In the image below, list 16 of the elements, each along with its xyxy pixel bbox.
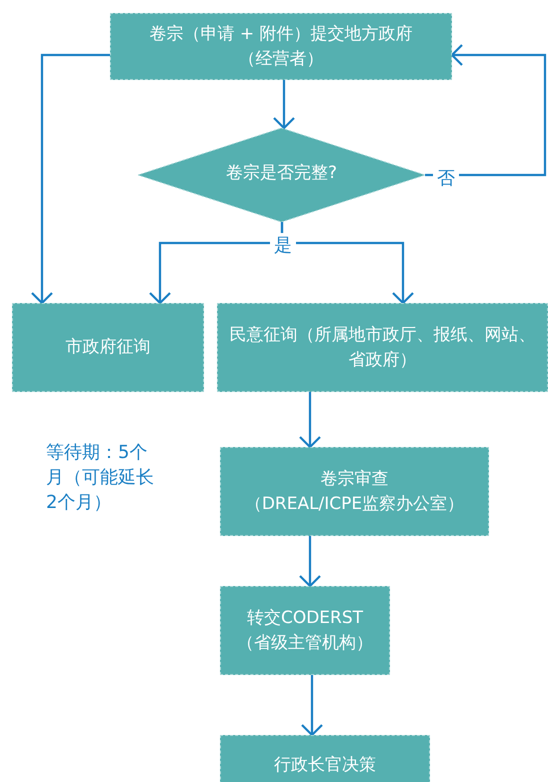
arrow bbox=[425, 44, 546, 176]
arrow bbox=[300, 675, 324, 736]
process-box: 卷宗审查（DREAL/ICPE监察办公室） bbox=[220, 447, 489, 536]
arrow bbox=[272, 80, 296, 130]
process-box: 民意征询（所属地市政厅、报纸、网站、省政府） bbox=[217, 303, 548, 392]
arrow bbox=[30, 54, 110, 304]
process-box: 市政府征询 bbox=[12, 303, 204, 392]
process-box: 行政长官决策 bbox=[220, 735, 430, 782]
process-box: 转交CODERST（省级主管机构） bbox=[220, 586, 390, 675]
arrow bbox=[280, 222, 414, 304]
arrow bbox=[298, 392, 322, 448]
process-box: 卷宗（申请 + 附件）提交地方政府（经营者） bbox=[110, 13, 452, 80]
decision-diamond: 卷宗是否完整? bbox=[138, 128, 425, 222]
arrow bbox=[298, 536, 322, 588]
edge-label: 是 bbox=[270, 233, 296, 257]
note-text: 等待期：5个月（可能延长2个月） bbox=[46, 441, 155, 516]
